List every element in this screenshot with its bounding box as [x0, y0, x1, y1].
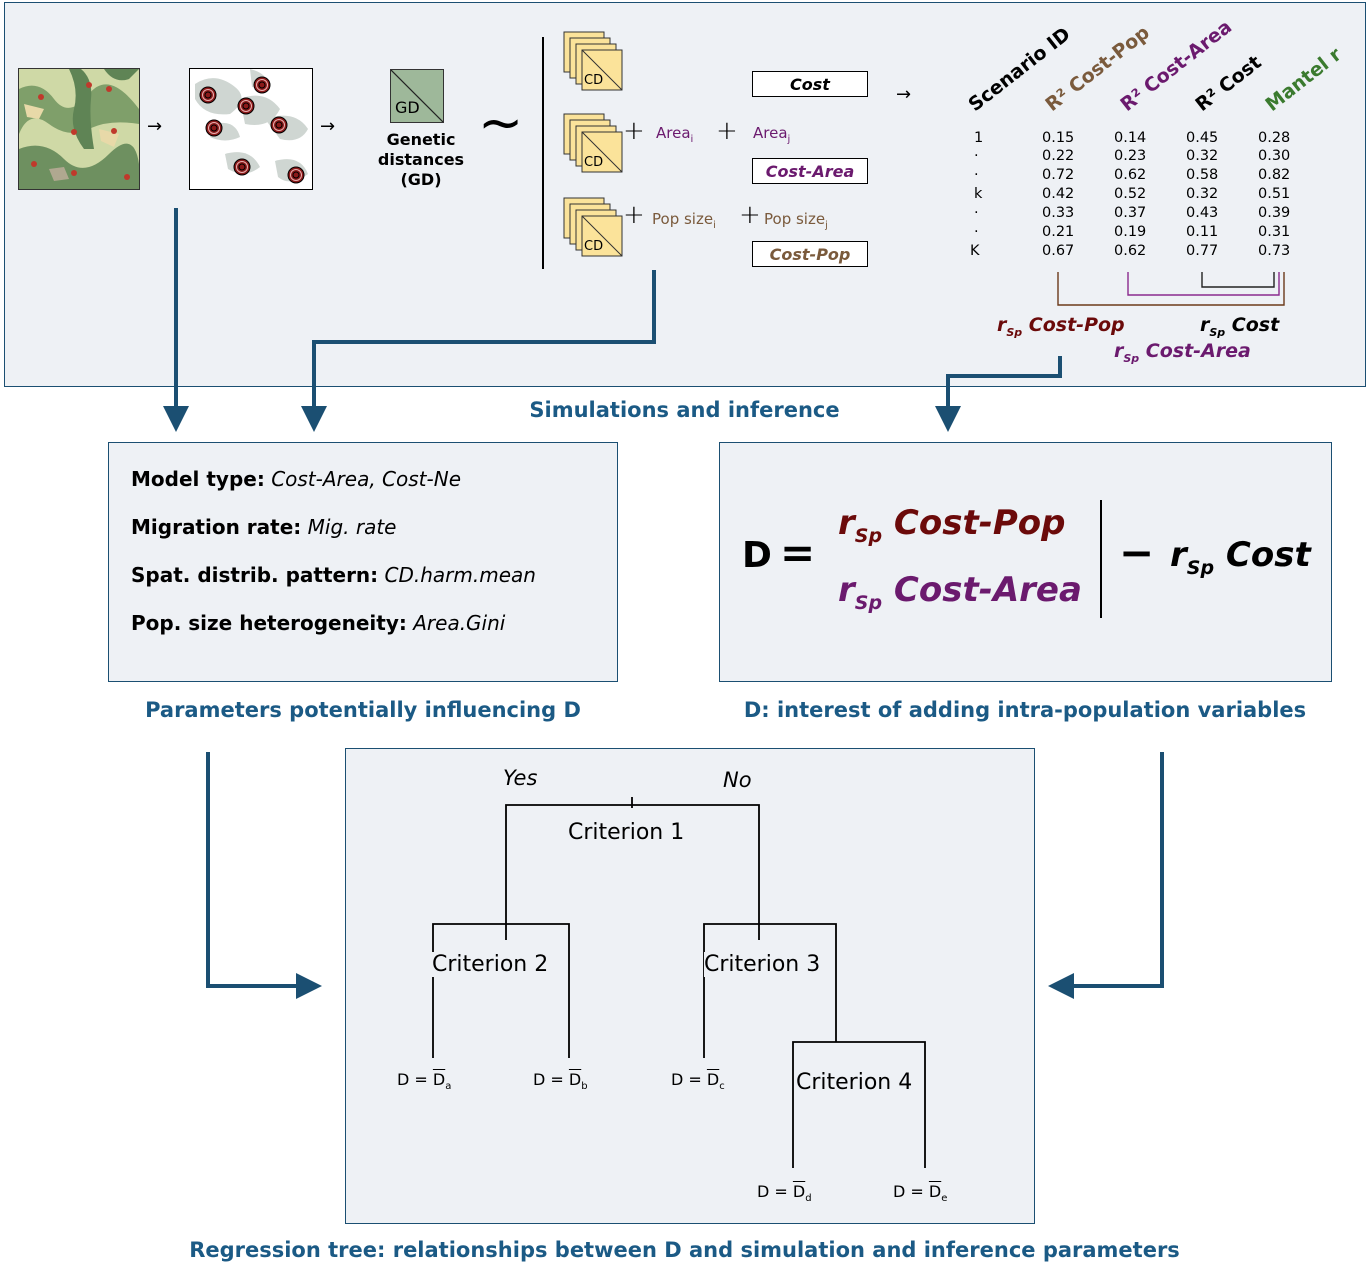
criterion-3: Criterion 3	[704, 952, 821, 977]
scenario-id: ·	[974, 224, 979, 240]
pop-size-j-term: Pop sizej	[764, 210, 828, 231]
results-table: 1 · · k · · K 0.15 0.14 0.45 0.28 0.22 0…	[968, 130, 1308, 265]
tree-no-label: No	[723, 768, 752, 792]
gd-matrix-icon: GD	[390, 69, 444, 123]
cd-label: CD	[584, 73, 604, 88]
table-cell: 0.58	[1186, 167, 1219, 183]
cd-stack-area: CD	[562, 112, 632, 182]
parameters-panel: Model type: Cost-Area, Cost-Ne Migration…	[108, 442, 618, 682]
table-cell: 0.43	[1186, 205, 1219, 221]
scenario-id: K	[970, 243, 980, 259]
table-cell: 0.31	[1258, 224, 1291, 240]
plus-sign: +	[623, 200, 645, 230]
table-cell: 0.82	[1258, 167, 1291, 183]
landscape-map-image	[18, 68, 140, 190]
table-cell: 0.62	[1114, 243, 1147, 259]
regression-tree-caption: Regression tree: relationships between D…	[189, 1238, 1180, 1262]
d-minus: −	[1119, 528, 1155, 577]
leaf-b: D = Db	[533, 1070, 588, 1093]
table-cell: 0.23	[1114, 148, 1147, 164]
table-cell: 0.51	[1258, 186, 1291, 202]
table-cell: 0.32	[1186, 186, 1219, 202]
param-pop-size-heterogeneity: Pop. size heterogeneity: Area.Gini	[131, 611, 506, 635]
leaf-e: D = De	[893, 1182, 948, 1205]
table-cell: 0.33	[1042, 205, 1075, 221]
param-model-type: Model type: Cost-Area, Cost-Ne	[131, 467, 461, 491]
criterion-1: Criterion 1	[568, 820, 685, 845]
rsp-cost-label: rSp Cost	[1200, 314, 1280, 339]
cd-label: CD	[584, 239, 604, 254]
table-cell: 0.15	[1042, 130, 1075, 146]
d-formula-panel	[719, 442, 1332, 682]
table-cell: 0.77	[1186, 243, 1219, 259]
cd-stack-cost: CD	[562, 30, 632, 100]
plus-sign: +	[739, 200, 761, 230]
d-denominator: rSp Cost-Area	[838, 570, 1082, 614]
table-cell: 0.32	[1186, 148, 1219, 164]
d-numerator: rSp Cost-Pop	[838, 503, 1066, 547]
table-cell: 0.14	[1114, 130, 1147, 146]
param-spatial-distribution: Spat. distrib. pattern: CD.harm.mean	[131, 563, 536, 587]
table-cell: 0.39	[1258, 205, 1291, 221]
criterion-2: Criterion 2	[432, 952, 549, 977]
table-cell: 0.42	[1042, 186, 1075, 202]
table-cell: 0.21	[1042, 224, 1075, 240]
scenario-id: ·	[974, 167, 979, 183]
regression-tree-panel	[345, 748, 1035, 1224]
parameters-caption: Parameters potentially influencing D	[145, 698, 581, 722]
table-cell: 0.30	[1258, 148, 1291, 164]
gd-box-label: GD	[395, 98, 420, 117]
d-equals: =	[780, 528, 816, 577]
scenario-id: ·	[974, 205, 979, 221]
criterion-4: Criterion 4	[796, 1070, 913, 1095]
arrow-1: →	[147, 116, 163, 137]
scenario-id: k	[974, 186, 983, 202]
leaf-a: D = Da	[397, 1070, 452, 1093]
cd-label: CD	[584, 155, 604, 170]
model-separator	[542, 37, 544, 269]
leaf-c: D = Dc	[671, 1070, 725, 1093]
table-cell: 0.28	[1258, 130, 1291, 146]
area-j-term: Areaj	[753, 124, 791, 145]
table-cell: 0.52	[1114, 186, 1147, 202]
param-migration-rate: Migration rate: Mig. rate	[131, 515, 397, 539]
gd-caption: Genetic distances (GD)	[377, 130, 465, 189]
table-cell: 0.73	[1258, 243, 1291, 259]
d-absolute-bar	[1100, 500, 1102, 618]
tilde-symbol: ~	[478, 91, 524, 154]
table-cell: 0.11	[1186, 224, 1219, 240]
simulation-caption: Simulations and inference	[529, 398, 840, 422]
d-symbol: D	[742, 535, 772, 576]
plus-sign: +	[623, 116, 645, 146]
table-cell: 0.62	[1114, 167, 1147, 183]
model-label-cost: Cost	[752, 71, 868, 97]
table-cell: 0.72	[1042, 167, 1075, 183]
table-cell: 0.67	[1042, 243, 1075, 259]
rsp-cost-area-label: rSp Cost-Area	[1114, 340, 1251, 365]
tree-yes-label: Yes	[503, 766, 538, 790]
table-cell: 0.45	[1186, 130, 1219, 146]
d-caption: D: interest of adding intra-population v…	[743, 698, 1307, 722]
plus-sign: +	[716, 116, 738, 146]
table-cell: 0.19	[1114, 224, 1147, 240]
scenario-id: ·	[974, 148, 979, 164]
table-cell: 0.37	[1114, 205, 1147, 221]
cd-stack-pop: CD	[562, 196, 632, 266]
table-cell: 0.22	[1042, 148, 1075, 164]
arrow-2: →	[320, 116, 336, 137]
scenario-id: 1	[974, 130, 984, 146]
population-map	[189, 68, 313, 190]
area-i-term: Areai	[656, 124, 694, 145]
model-label-cost-area: Cost-Area	[752, 158, 868, 184]
pop-size-i-term: Pop sizei	[652, 210, 716, 231]
simulation-panel	[4, 2, 1366, 387]
d-rsp-cost: rSp Cost	[1170, 535, 1311, 579]
arrow-3: →	[896, 84, 912, 105]
leaf-d: D = Dd	[757, 1182, 812, 1205]
model-label-cost-pop: Cost-Pop	[752, 241, 868, 267]
rsp-cost-pop-label: rSp Cost-Pop	[997, 314, 1125, 339]
